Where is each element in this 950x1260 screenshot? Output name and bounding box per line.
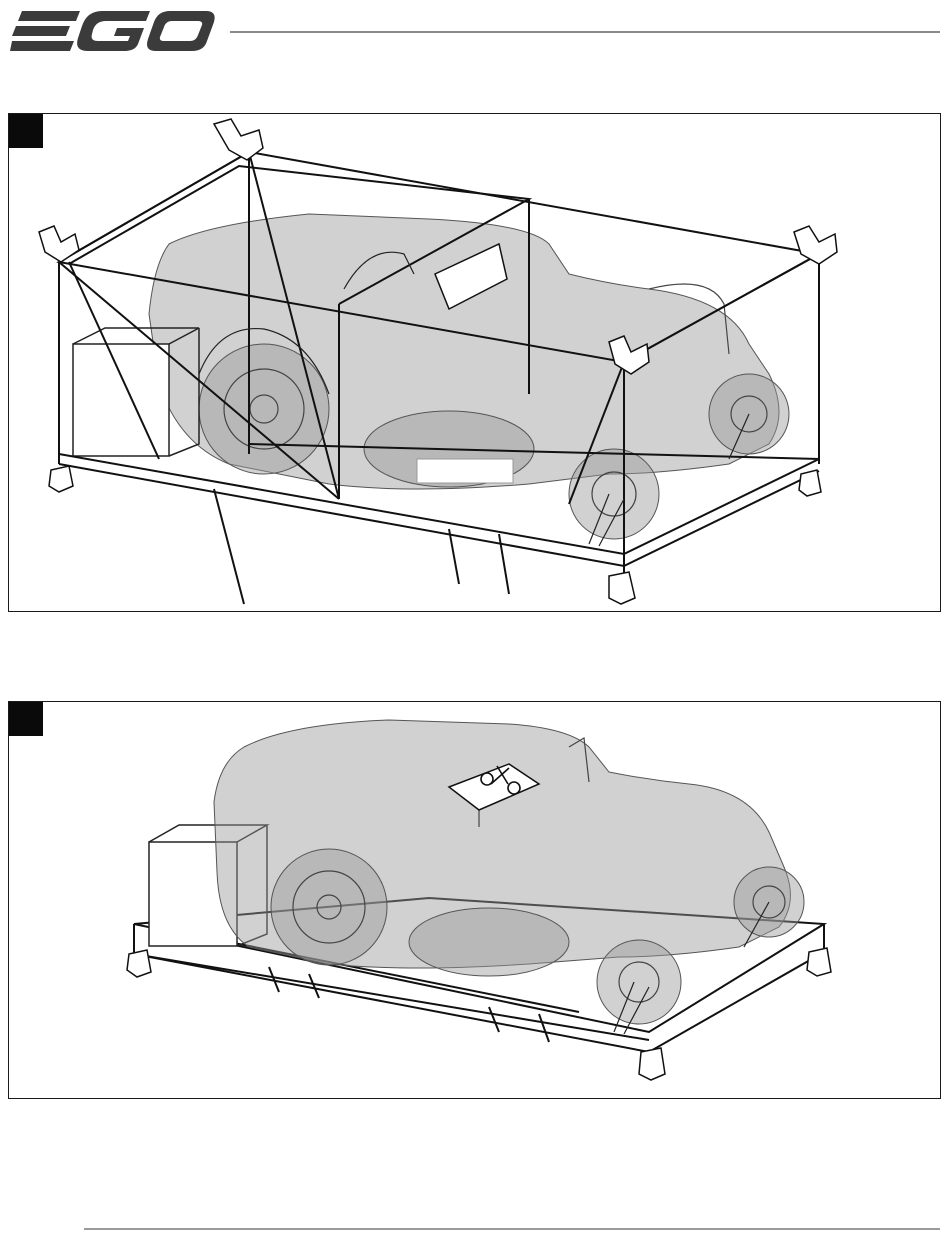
label-strip bbox=[417, 459, 513, 483]
figure-1-panel bbox=[8, 113, 941, 612]
figure-2-panel bbox=[8, 701, 941, 1099]
accessory-box bbox=[73, 344, 169, 456]
header-rule bbox=[230, 31, 940, 33]
crate-with-mower-illustration bbox=[9, 114, 940, 611]
footer-rule bbox=[84, 1228, 940, 1230]
mower-on-pallet-illustration bbox=[9, 702, 940, 1098]
ego-logo bbox=[10, 8, 215, 54]
